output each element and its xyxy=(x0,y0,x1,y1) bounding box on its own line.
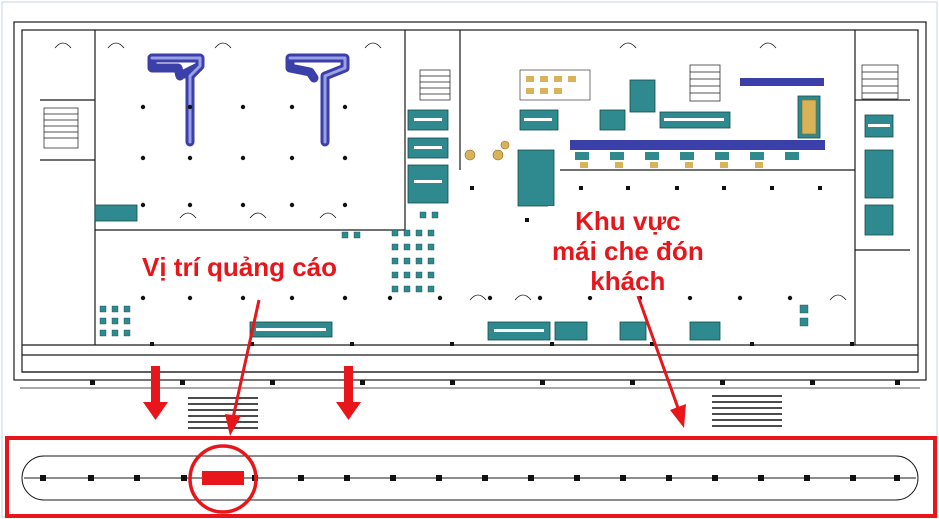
canopy-label-line3: khách xyxy=(590,266,666,296)
advertisement-spot xyxy=(202,471,244,485)
advertisement-circle xyxy=(188,444,258,514)
canopy-label-line1: Khu vực xyxy=(575,206,681,236)
cafe-tables xyxy=(464,99,817,161)
door-arcs xyxy=(54,42,847,301)
check-in-counters xyxy=(519,69,825,168)
stairs xyxy=(43,64,899,149)
advertisement-position-label: Vị trí quảng cáo xyxy=(138,252,342,282)
entry-arrows xyxy=(143,366,361,420)
canopy-zone-frame xyxy=(5,436,937,518)
structural-columns xyxy=(90,104,900,385)
seating-clusters xyxy=(99,211,809,337)
pickup-canopy-label: Khu vực mái che đón khách xyxy=(548,206,708,296)
service-rooms xyxy=(94,79,894,341)
baggage-carousels xyxy=(147,53,350,147)
callout-arrows xyxy=(225,295,686,436)
room-label-marks xyxy=(256,118,890,332)
baggage-carousel-cores xyxy=(150,56,347,144)
building-outline xyxy=(13,21,927,381)
canopy-label-line2: mái che đón xyxy=(552,236,704,266)
crosswalks xyxy=(188,395,782,429)
canopy-structure xyxy=(21,455,919,501)
